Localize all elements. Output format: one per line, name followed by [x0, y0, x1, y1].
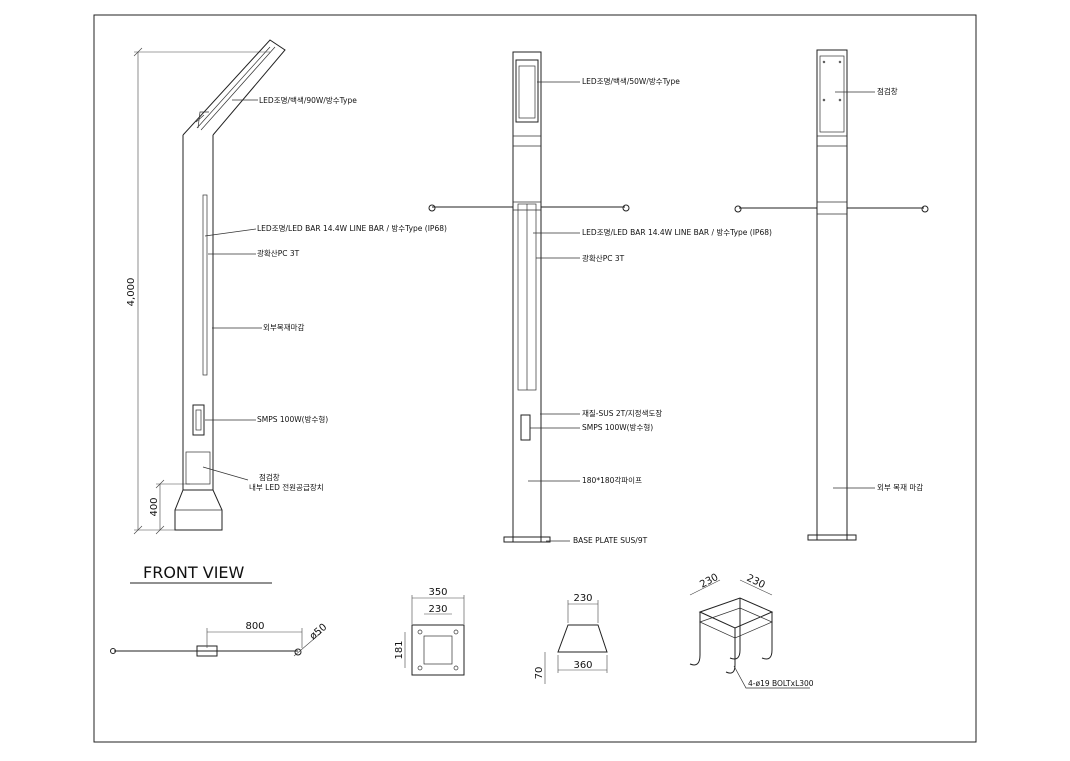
- side-view: LED조명/백색/50W/방수Type LED조명/LED BAR 14.4W …: [428, 51, 772, 545]
- anchor-w1-label: 230: [698, 572, 720, 591]
- front-view: 4,000 400 LED조명/백색/90W/방수Type LED조명/LED …: [126, 39, 447, 584]
- side-led-bar-label: LED조명/LED BAR 14.4W LINE BAR / 방수Type (I…: [582, 227, 772, 237]
- front-inspect-label: 점검창: [259, 472, 280, 482]
- rear-inspect-label: 점검창: [877, 86, 898, 96]
- side-pipe-label: 180*180각파이프: [582, 475, 642, 485]
- base-height-label: 70: [534, 667, 545, 680]
- anchor-bolt-label: 4-ø19 BOLTxL300: [748, 679, 814, 688]
- front-pc-label: 광확산PC 3T: [257, 248, 300, 258]
- base-bottom-label: 360: [573, 660, 592, 671]
- plate-hole-label: 181: [394, 640, 405, 659]
- front-power-label: 내부 LED 전원공급장치: [249, 482, 324, 492]
- rear-wood-label: 외부 목재 마감: [877, 482, 923, 492]
- plate-outer-label: 350: [428, 587, 447, 598]
- base-top-label: 230: [573, 593, 592, 604]
- plate-inner-label: 230: [428, 604, 447, 615]
- front-wood-label: 외부목재마감: [263, 322, 304, 332]
- anchor-w2-label: 230: [745, 573, 767, 591]
- front-view-title: FRONT VIEW: [143, 563, 245, 582]
- side-led-head-label: LED조명/백색/50W/방수Type: [582, 76, 680, 86]
- height-base-label: 400: [149, 497, 160, 516]
- sheet-border: [93, 14, 977, 743]
- height-total-label: 4,000: [126, 278, 137, 307]
- arm-dia-label: ø50: [308, 622, 330, 643]
- front-led-bar-label: LED조명/LED BAR 14.4W LINE BAR / 방수Type (I…: [257, 223, 447, 233]
- side-baseplate-label: BASE PLATE SUS/9T: [573, 536, 648, 545]
- anchor-detail: 230 230 4-ø19 BOLTxL300: [689, 572, 814, 689]
- side-material-label: 재질-SUS 2T/지정색도장: [582, 408, 662, 418]
- side-smps-label: SMPS 100W(방수형): [582, 422, 653, 432]
- base-block-detail: 230 360 70: [534, 593, 608, 684]
- arm-detail: 800 ø50: [110, 621, 330, 657]
- front-smps-label: SMPS 100W(방수형): [257, 414, 328, 424]
- base-plate-detail: 350 230 181: [394, 587, 465, 676]
- arm-length-label: 800: [245, 621, 264, 632]
- front-led-head-label: LED조명/백색/90W/방수Type: [259, 95, 357, 105]
- rear-view: 점검창 외부 목재 마감: [734, 49, 929, 541]
- side-pc-label: 광확산PC 3T: [582, 253, 625, 263]
